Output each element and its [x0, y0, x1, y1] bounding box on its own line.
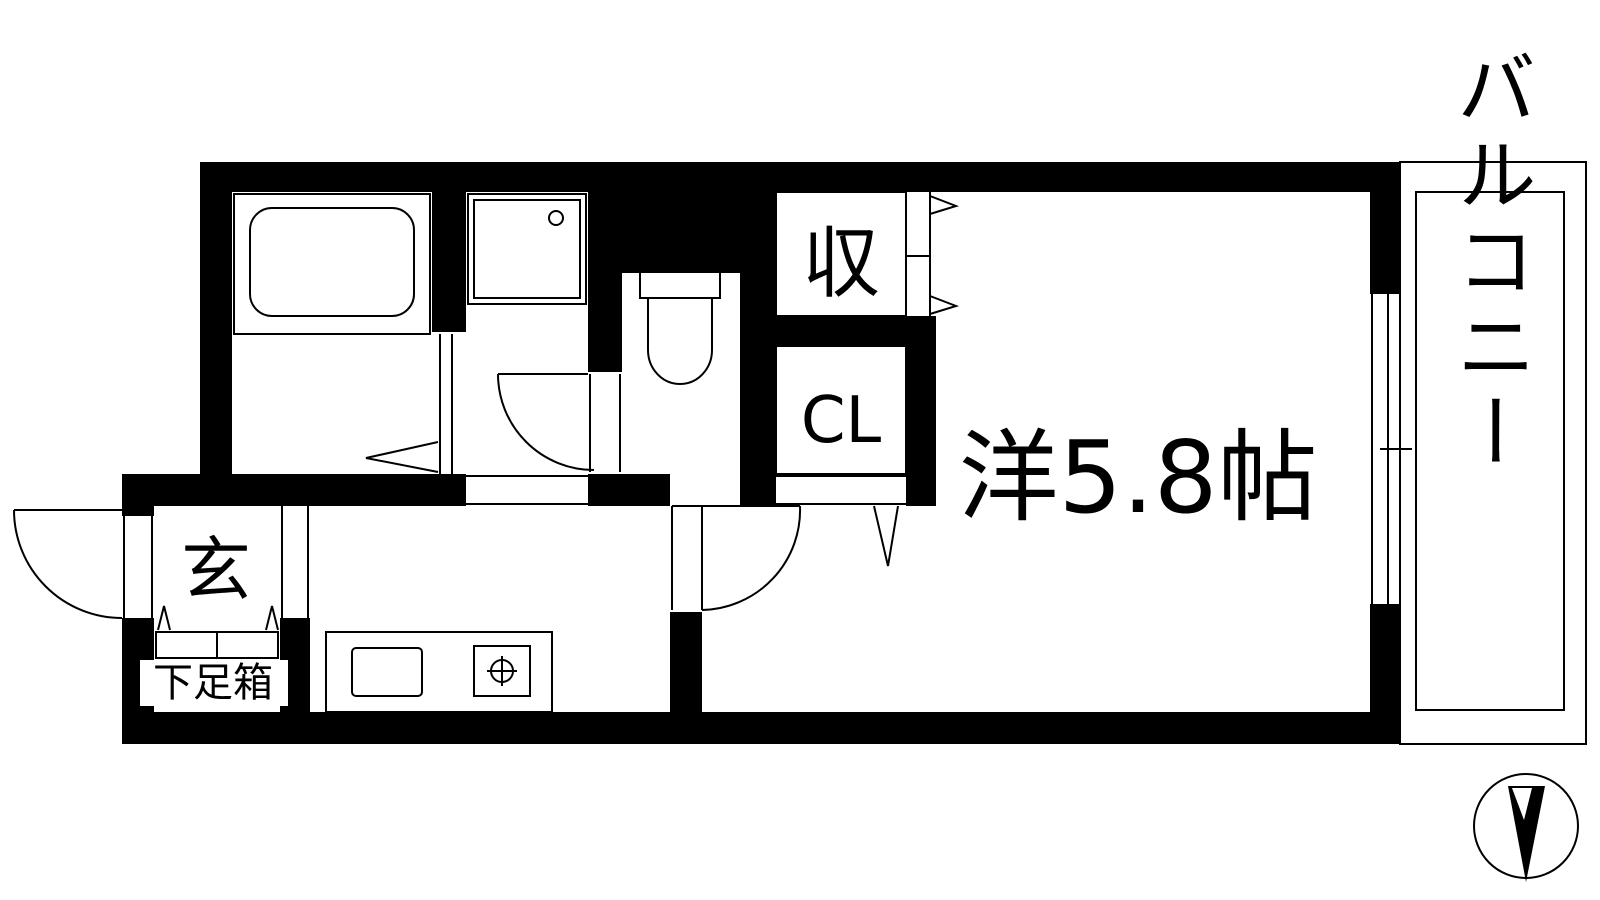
fixtures [13, 161, 1587, 879]
closet-label: CL [801, 384, 882, 458]
stove-icon [473, 645, 531, 697]
sink-icon [351, 647, 423, 697]
balcony-inner [1415, 191, 1565, 711]
closet-outline [775, 345, 907, 475]
room-door-swing [701, 505, 802, 611]
entrance-label: 玄 [181, 529, 251, 611]
western-room-label: 洋5.8帖 [958, 419, 1317, 536]
north-arrow-needle-white [1512, 788, 1532, 820]
storage-label: 収 [802, 219, 880, 309]
wash-door-swing [497, 373, 595, 471]
shoe-box-label: 下足箱 [153, 660, 273, 706]
balcony-label: バルコニー [1444, 47, 1537, 477]
washing-machine-icon [467, 193, 587, 305]
toilet-icon [622, 271, 740, 385]
bathtub-icon [233, 193, 431, 335]
kitchen-counter [325, 631, 553, 713]
walls [122, 162, 1400, 744]
balcony-outline [1399, 161, 1587, 745]
entrance-door-swing [13, 509, 123, 619]
north-arrow-needle [1508, 786, 1545, 882]
